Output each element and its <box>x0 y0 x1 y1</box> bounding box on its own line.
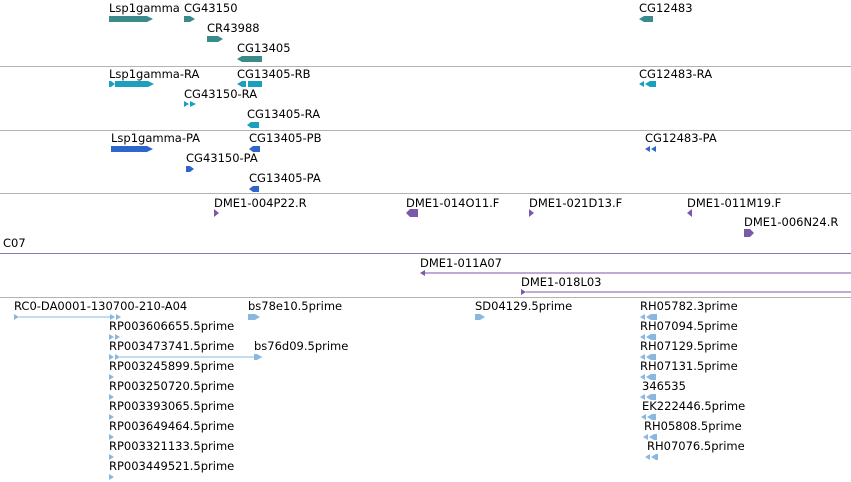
probe-feature-arrow[interactable] <box>529 209 535 217</box>
est-label[interactable]: RH07129.5prime <box>640 339 738 353</box>
est-label[interactable]: 346535 <box>642 379 686 393</box>
est-feature-arrow[interactable] <box>248 313 260 321</box>
mrna-label[interactable]: CG13405-RA <box>247 107 321 121</box>
clone-track: DME1-011A07 DME1-018L03 <box>0 254 851 297</box>
protein-label[interactable]: CG13405-PB <box>249 131 322 145</box>
mrna-feature-arrow[interactable] <box>237 80 262 88</box>
est-feature-arrow[interactable] <box>109 373 115 381</box>
clone-feature-arrow[interactable] <box>420 269 851 277</box>
track-divider <box>0 130 851 131</box>
mrna-label[interactable]: CG43150-RA <box>184 87 258 101</box>
gene-feature-arrow[interactable] <box>639 15 653 23</box>
gene-track: Lsp1gamma CG43150 CR43988 CG13405 CG1248… <box>0 0 851 66</box>
mrna-feature-arrow[interactable] <box>639 80 656 88</box>
probe-label[interactable]: DME1-004P22.R <box>214 196 307 210</box>
protein-feature-arrow[interactable] <box>249 185 259 193</box>
mrna-label[interactable]: CG12483-RA <box>639 67 713 81</box>
track-divider <box>0 193 851 194</box>
est-label[interactable]: RP003606655.5prime <box>109 319 235 333</box>
est-feature-arrow[interactable] <box>641 413 656 421</box>
mrna-feature-arrow[interactable] <box>247 121 259 129</box>
protein-label[interactable]: CG43150-PA <box>186 151 258 165</box>
gene-feature-arrow[interactable] <box>237 55 262 63</box>
est-label[interactable]: RP003393065.5prime <box>109 399 235 413</box>
track-divider <box>0 297 851 298</box>
est-feature-arrow[interactable] <box>109 333 120 341</box>
mrna-feature-arrow[interactable] <box>184 100 196 108</box>
probe-feature-arrow[interactable] <box>406 209 418 217</box>
gene-feature-arrow[interactable] <box>109 15 153 23</box>
clone-label[interactable]: DME1-011A07 <box>420 256 502 270</box>
gene-label[interactable]: CR43988 <box>207 21 260 35</box>
probe-label[interactable]: DME1-021D13.F <box>529 196 623 210</box>
protein-feature-arrow[interactable] <box>645 145 657 153</box>
est-label[interactable]: bs78e10.5prime <box>248 299 343 313</box>
est-label[interactable]: EK222446.5prime <box>642 399 746 413</box>
est-label[interactable]: RP003473741.5prime <box>109 339 235 353</box>
est-feature-arrow[interactable] <box>475 313 485 321</box>
est-label[interactable]: RH05808.5prime <box>644 419 742 433</box>
gene-label[interactable]: CG13405 <box>237 41 291 55</box>
protein-label[interactable]: Lsp1gamma-PA <box>111 131 201 145</box>
est-label[interactable]: RC0-DA0001-130700-210-A04 <box>14 299 188 313</box>
probe-label[interactable]: DME1-014O11.F <box>406 196 500 210</box>
est-label[interactable]: RP003649464.5prime <box>109 419 235 433</box>
protein-label[interactable]: CG13405-PA <box>249 171 321 185</box>
gene-label[interactable]: Lsp1gamma <box>109 1 180 15</box>
est-feature-arrow[interactable] <box>109 453 115 461</box>
est-track: RC0-DA0001-130700-210-A04 RP003606655.5p… <box>0 298 851 482</box>
track-divider <box>0 253 851 254</box>
gene-feature-arrow[interactable] <box>184 15 195 23</box>
gene-label[interactable]: CG12483 <box>639 1 693 15</box>
est-label[interactable]: RH07076.5prime <box>647 439 745 453</box>
est-label[interactable]: RP003245899.5prime <box>109 359 235 373</box>
est-label[interactable]: RP003449521.5prime <box>109 459 235 473</box>
gene-feature-arrow[interactable] <box>207 35 223 43</box>
est-feature-arrow[interactable] <box>640 333 656 341</box>
est-feature-arrow[interactable] <box>109 393 115 401</box>
protein-label[interactable]: CG12483-PA <box>645 131 717 145</box>
probe-feature-arrow[interactable] <box>214 209 220 217</box>
est-feature-arrow[interactable] <box>640 353 656 361</box>
est-label[interactable]: RP003250720.5prime <box>109 379 235 393</box>
protein-feature-arrow[interactable] <box>249 145 260 153</box>
gene-label[interactable]: CG43150 <box>184 1 238 15</box>
est-label[interactable]: RH05782.3prime <box>640 299 738 313</box>
probe-label[interactable]: DME1-011M19.F <box>687 196 782 210</box>
est-label[interactable]: bs76d09.5prime <box>254 339 349 353</box>
protein-feature-arrow[interactable] <box>186 165 194 173</box>
probe-feature-arrow[interactable] <box>687 209 693 217</box>
est-feature-arrow[interactable] <box>109 353 262 361</box>
track-divider <box>0 66 851 67</box>
est-feature-arrow[interactable] <box>640 373 656 381</box>
est-feature-arrow[interactable] <box>640 393 656 401</box>
est-label[interactable]: RH07094.5prime <box>640 319 738 333</box>
protein-feature-arrow[interactable] <box>111 145 153 153</box>
est-feature-arrow[interactable] <box>14 313 121 321</box>
est-label[interactable]: RH07131.5prime <box>640 359 738 373</box>
est-feature-arrow[interactable] <box>640 313 657 321</box>
clone-track-label: C07 <box>3 236 26 250</box>
protein-track: Lsp1gamma-PA CG13405-PB CG43150-PA CG134… <box>0 131 851 193</box>
est-feature-arrow[interactable] <box>109 413 115 421</box>
est-feature-arrow[interactable] <box>109 433 115 441</box>
clone-feature-arrow[interactable] <box>521 288 851 296</box>
clone-label[interactable]: DME1-018L03 <box>521 275 602 289</box>
mrna-feature-arrow[interactable] <box>109 80 154 88</box>
probe-label[interactable]: DME1-006N24.R <box>744 215 839 229</box>
probe-track: DME1-004P22.R DME1-014O11.F DME1-021D13.… <box>0 194 851 253</box>
mrna-track: Lsp1gamma-RA CG13405-RB CG43150-RA CG134… <box>0 67 851 130</box>
est-label[interactable]: RP003321133.5prime <box>109 439 235 453</box>
mrna-label[interactable]: Lsp1gamma-RA <box>109 67 200 81</box>
est-feature-arrow[interactable] <box>645 453 658 461</box>
est-feature-arrow[interactable] <box>643 433 657 441</box>
mrna-label[interactable]: CG13405-RB <box>237 67 311 81</box>
est-label[interactable]: SD04129.5prime <box>475 299 573 313</box>
est-feature-arrow[interactable] <box>254 353 262 361</box>
est-feature-arrow[interactable] <box>109 473 115 481</box>
probe-feature-arrow[interactable] <box>744 229 754 237</box>
